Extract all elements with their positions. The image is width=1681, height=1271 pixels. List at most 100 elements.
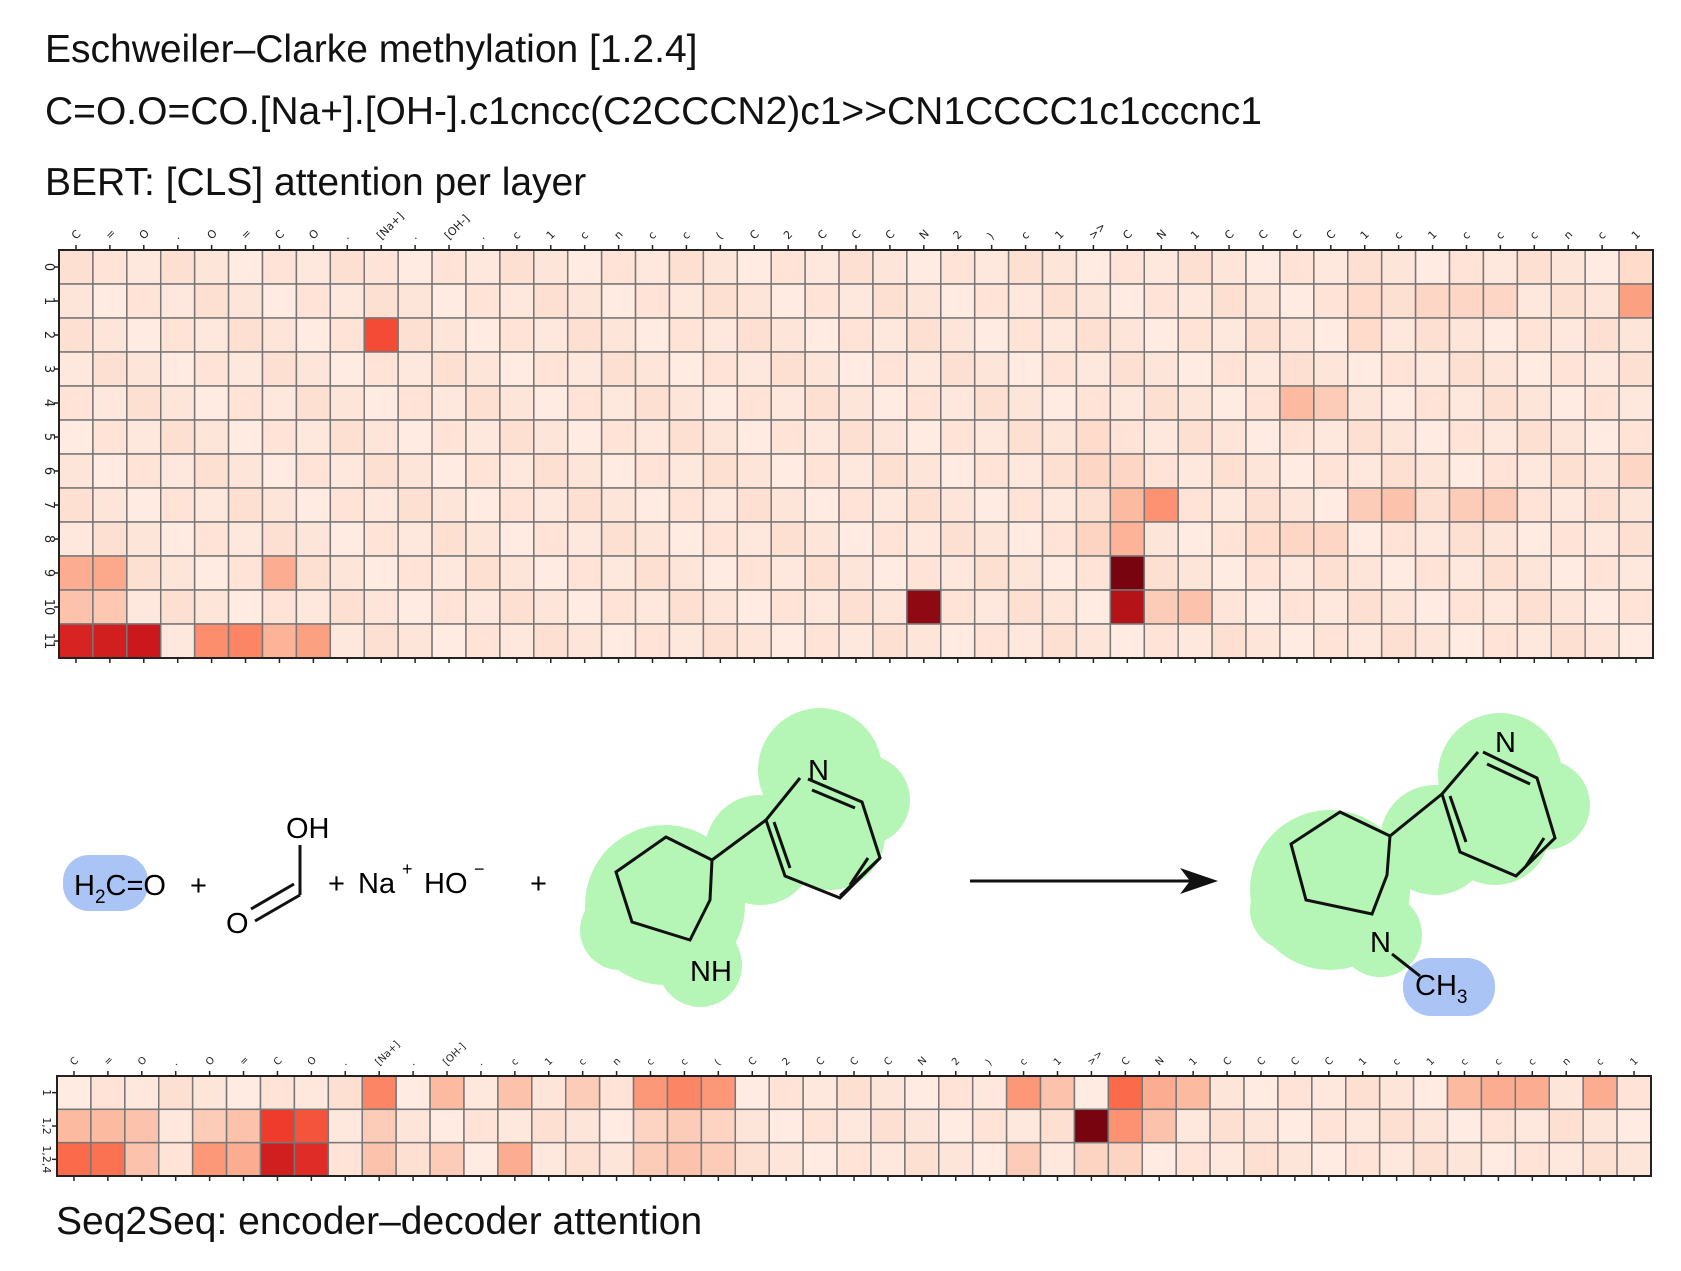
x-tick-label: ) bbox=[984, 1058, 995, 1069]
heatmap-cell bbox=[668, 453, 705, 489]
heatmap-cell bbox=[838, 453, 874, 489]
heatmap-cell bbox=[1143, 317, 1179, 353]
heatmap-cell bbox=[736, 419, 772, 455]
formaldehyde-label: H2C=O bbox=[74, 870, 166, 908]
heatmap-cell bbox=[1516, 351, 1553, 387]
heatmap-cell bbox=[1209, 1108, 1245, 1144]
heatmap-cell bbox=[804, 521, 840, 557]
heatmap-cell bbox=[736, 487, 772, 523]
heatmap-cell bbox=[1041, 555, 1078, 591]
heatmap-cell bbox=[431, 283, 467, 319]
heatmap-cell bbox=[870, 1108, 906, 1144]
heatmap-cell bbox=[92, 351, 128, 387]
heatmap-cell bbox=[395, 1108, 431, 1144]
heatmap-cell bbox=[973, 453, 1010, 489]
heatmap-cell bbox=[533, 385, 569, 421]
heatmap-cell bbox=[1550, 283, 1586, 319]
heatmap-cell bbox=[531, 1141, 567, 1177]
y-tick-label: 4 bbox=[41, 399, 56, 407]
heatmap-cell bbox=[736, 283, 772, 319]
heatmap-cell bbox=[1243, 1141, 1279, 1177]
heatmap-cell bbox=[159, 385, 196, 421]
heatmap-cell bbox=[1141, 1075, 1177, 1111]
heatmap-cell bbox=[906, 555, 942, 591]
heatmap-cell bbox=[261, 521, 298, 557]
heatmap-cell bbox=[1075, 589, 1112, 625]
heatmap-cell bbox=[363, 555, 399, 591]
heatmap-cell bbox=[838, 623, 874, 659]
heatmap-cell bbox=[1448, 487, 1485, 523]
heatmap-cell bbox=[1211, 521, 1247, 557]
y-tick-label: 5 bbox=[41, 433, 56, 441]
heatmap-cell bbox=[668, 555, 705, 591]
heatmap-cell bbox=[1516, 521, 1553, 557]
heatmap-cell bbox=[1414, 283, 1451, 319]
heatmap-cell bbox=[159, 419, 196, 455]
x-tick-label: . bbox=[170, 1058, 180, 1068]
heatmap-cell bbox=[159, 283, 196, 319]
heatmap-cell bbox=[1143, 521, 1179, 557]
heatmap-cell bbox=[1279, 249, 1315, 285]
x-tick-label: ( bbox=[713, 1058, 724, 1069]
nornicotine-n-pyridine: N bbox=[808, 755, 829, 787]
heatmap-cell bbox=[634, 283, 671, 319]
heatmap-cell bbox=[499, 589, 535, 625]
reaction-name-title: Eschweiler–Clarke methylation [1.2.4] bbox=[45, 28, 698, 71]
heatmap-cell bbox=[92, 589, 128, 625]
heatmap-cell bbox=[973, 385, 1010, 421]
heatmap-cell bbox=[1516, 283, 1553, 319]
heatmap-cell bbox=[564, 1108, 601, 1144]
heatmap-cell bbox=[906, 623, 942, 659]
heatmap-cell bbox=[397, 351, 433, 387]
heatmap-cell bbox=[1279, 385, 1315, 421]
heatmap-cell bbox=[1582, 1141, 1618, 1177]
heatmap-cell bbox=[872, 283, 908, 319]
y-tick-label: 8 bbox=[41, 535, 56, 543]
heatmap-cell bbox=[225, 1075, 262, 1111]
heatmap-cell bbox=[261, 249, 298, 285]
heatmap-cell bbox=[227, 419, 264, 455]
heatmap-cell bbox=[126, 419, 162, 455]
heatmap-cell bbox=[836, 1075, 872, 1111]
heatmap-cell bbox=[126, 487, 162, 523]
heatmap-cell bbox=[1516, 623, 1553, 659]
heatmap-cell bbox=[973, 589, 1010, 625]
heatmap-cell bbox=[940, 317, 976, 353]
heatmap-cell bbox=[1279, 589, 1315, 625]
heatmap-cell bbox=[1041, 589, 1078, 625]
heatmap-cell bbox=[804, 419, 840, 455]
heatmap-cell bbox=[193, 521, 230, 557]
heatmap-cell bbox=[702, 283, 739, 319]
heatmap-cell bbox=[126, 555, 162, 591]
heatmap-cell bbox=[261, 351, 298, 387]
heatmap-cell bbox=[1041, 453, 1078, 489]
heatmap-cell bbox=[1143, 351, 1179, 387]
heatmap-cell bbox=[159, 317, 196, 353]
heatmap-cell bbox=[566, 555, 603, 591]
heatmap-cell bbox=[329, 487, 365, 523]
heatmap-cell bbox=[1482, 521, 1519, 557]
heatmap-cell bbox=[159, 589, 196, 625]
heatmap-cell bbox=[1448, 249, 1485, 285]
heatmap-cell bbox=[431, 555, 467, 591]
heatmap-cell bbox=[124, 1108, 160, 1144]
x-tick-label: c bbox=[1493, 1056, 1505, 1068]
heatmap-cell bbox=[1414, 487, 1451, 523]
heatmap-cell bbox=[906, 249, 942, 285]
heatmap-cell bbox=[1482, 589, 1519, 625]
heatmap-cell bbox=[734, 1075, 770, 1111]
heatmap-cell bbox=[1177, 351, 1213, 387]
heatmap-cell bbox=[904, 1141, 940, 1177]
nicotine bbox=[1289, 750, 1557, 978]
heatmap-cell bbox=[1582, 1075, 1618, 1111]
sodium-charge: + bbox=[402, 859, 413, 879]
heatmap-cell bbox=[1548, 1141, 1584, 1177]
heatmap-cell bbox=[700, 1108, 737, 1144]
heatmap-cell bbox=[1345, 1141, 1381, 1177]
heatmap-cell bbox=[1211, 623, 1247, 659]
heatmap-cell bbox=[1175, 1141, 1211, 1177]
heatmap-cell bbox=[363, 419, 399, 455]
plus-sign-1: + bbox=[190, 870, 207, 902]
heatmap-cell bbox=[533, 453, 569, 489]
